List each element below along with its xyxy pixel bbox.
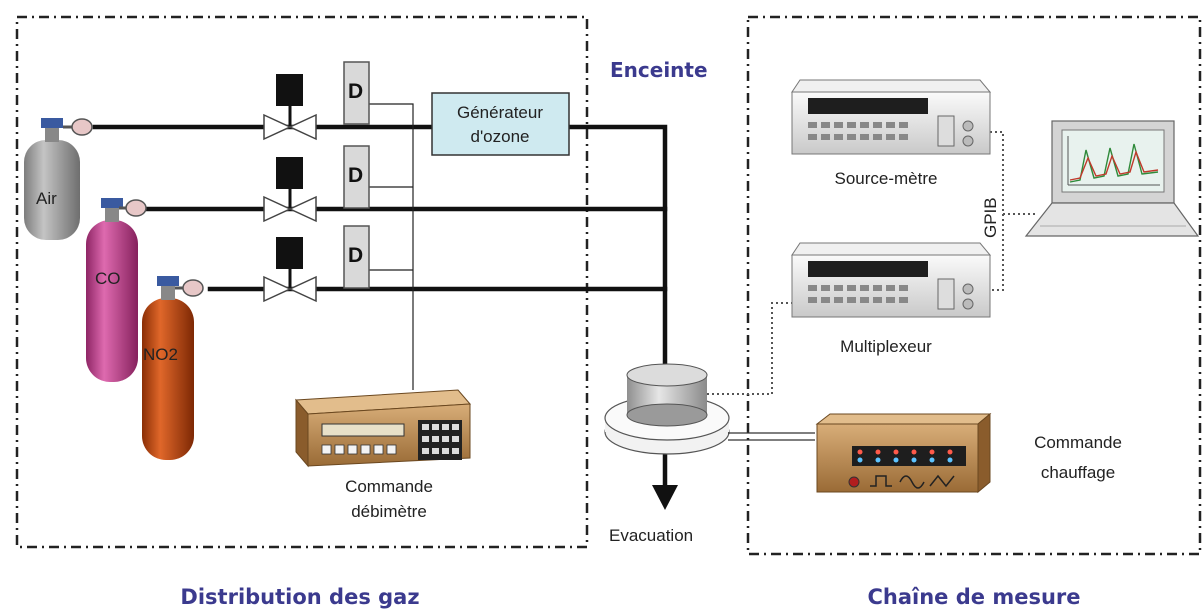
evacuation-arrow (652, 485, 678, 510)
test-chamber (604, 363, 730, 455)
ozone-generator-line2: d'ozone (470, 127, 529, 146)
valve-co (263, 157, 317, 223)
source-meter-instrument: Source-mètre (791, 79, 992, 188)
flowmeter-control-line1: Commande (345, 477, 433, 496)
air-cylinder: Air (24, 118, 93, 240)
signal-cabling (707, 131, 1038, 395)
heating-control-line2: chauffage (1041, 463, 1115, 482)
chamber-label: Enceinte (610, 58, 708, 82)
flow-controller-co: D (343, 145, 370, 209)
flow-controller-letter: D (348, 80, 363, 103)
multiplexer-instrument: Multiplexeur (791, 242, 992, 356)
laptop-computer (1024, 120, 1200, 237)
heating-control-line1: Commande (1034, 433, 1122, 452)
flow-controller-letter: D (348, 164, 363, 187)
ozone-out-line (566, 124, 668, 373)
heating-power-lines (728, 432, 815, 441)
valve-air (263, 74, 317, 141)
ozone-generator: Générateur d'ozone (431, 92, 570, 156)
measurement-chain-title: Chaîne de mesure (868, 585, 1081, 609)
laptop-screen-plot (1067, 136, 1160, 186)
flow-controller-air: D (343, 61, 370, 125)
no2-cylinder: NO2 (142, 276, 204, 460)
ozone-generator-line1: Générateur (457, 103, 543, 122)
evacuation-label: Evacuation (609, 526, 693, 545)
co-label: CO (95, 269, 121, 288)
co-cylinder: CO (86, 198, 147, 382)
flow-controller-letter: D (348, 244, 363, 267)
air-label: Air (36, 189, 57, 208)
flowmeter-control-unit: Commande débimètre (294, 389, 472, 521)
gpib-label: GPIB (981, 197, 1000, 238)
flow-controller-no2: D (343, 225, 370, 289)
heating-control-unit (815, 412, 992, 494)
no2-label: NO2 (143, 345, 178, 364)
source-meter-label: Source-mètre (835, 169, 938, 188)
control-wiring (369, 103, 414, 390)
multiplexer-label: Multiplexeur (840, 337, 932, 356)
flowmeter-control-line2: débimètre (351, 502, 427, 521)
measurement-chain-frame (746, 15, 1202, 556)
valve-no2 (263, 237, 317, 303)
gas-distribution-title: Distribution des gaz (180, 585, 419, 609)
